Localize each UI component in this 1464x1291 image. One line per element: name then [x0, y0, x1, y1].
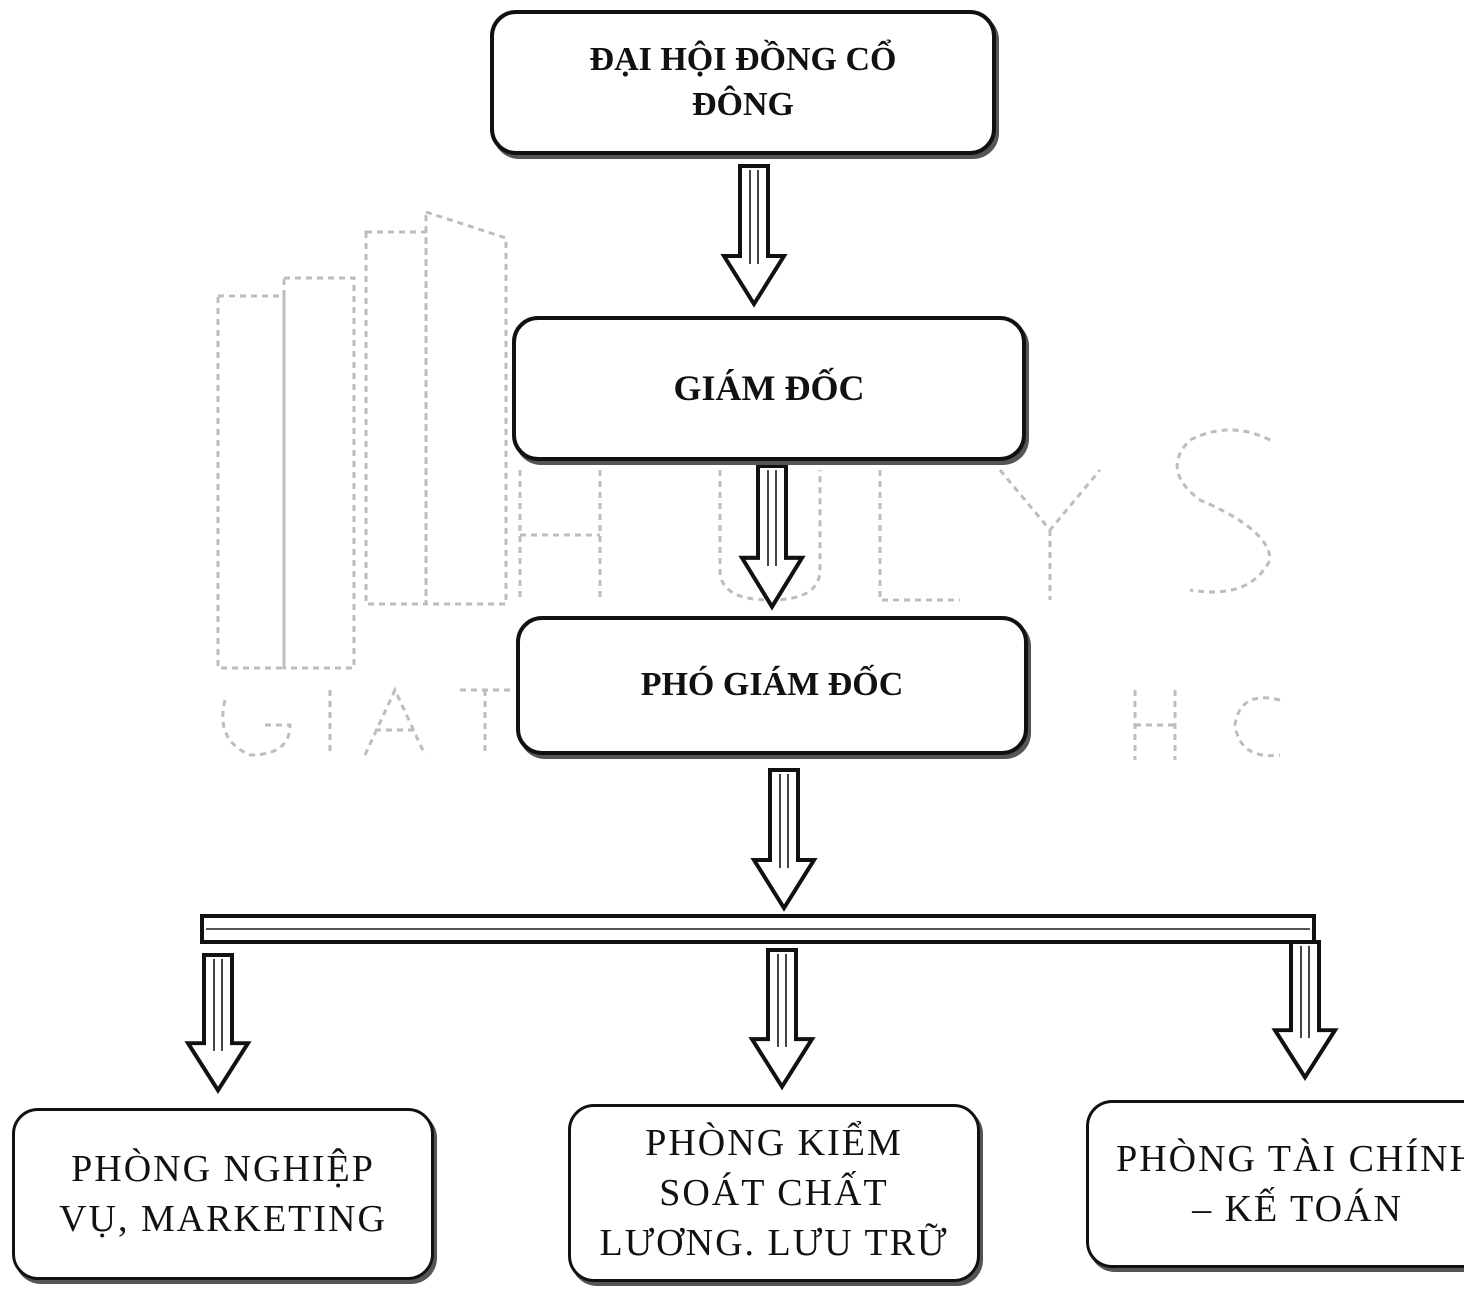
arrow-deputy-to-bus [752, 768, 816, 910]
node-dept-finance-accounting: PHÒNG TÀI CHÍNH – KẾ TOÁN [1086, 1100, 1464, 1268]
distribution-bar [200, 914, 1316, 944]
arrow-bus-to-dept-2 [750, 948, 814, 1089]
arrow-root-to-director [722, 164, 786, 306]
node-label: PHÒNG NGHIỆP VỤ, MARKETING [59, 1147, 387, 1240]
node-label: ĐẠI HỘI ĐỒNG CỔ ĐÔNG [589, 40, 897, 123]
node-shareholders-meeting: ĐẠI HỘI ĐỒNG CỔ ĐÔNG [490, 10, 996, 155]
arrow-bus-to-dept-1 [186, 953, 250, 1093]
node-label: PHÒNG TÀI CHÍNH – KẾ TOÁN [1116, 1137, 1464, 1230]
node-dept-operations-marketing: PHÒNG NGHIỆP VỤ, MARKETING [12, 1108, 434, 1280]
node-label: GIÁM ĐỐC [673, 367, 865, 408]
arrow-bus-to-dept-3 [1273, 940, 1337, 1080]
node-dept-quality-archive: PHÒNG KIỂM SOÁT CHẤT LƯƠNG. LƯU TRỮ [568, 1104, 980, 1282]
node-deputy-director: PHÓ GIÁM ĐỐC [516, 616, 1028, 755]
node-label: PHÓ GIÁM ĐỐC [640, 666, 904, 704]
node-director: GIÁM ĐỐC [512, 316, 1026, 461]
node-label: PHÒNG KIỂM SOÁT CHẤT LƯƠNG. LƯU TRỮ [599, 1121, 949, 1265]
arrow-director-to-deputy [742, 466, 802, 607]
